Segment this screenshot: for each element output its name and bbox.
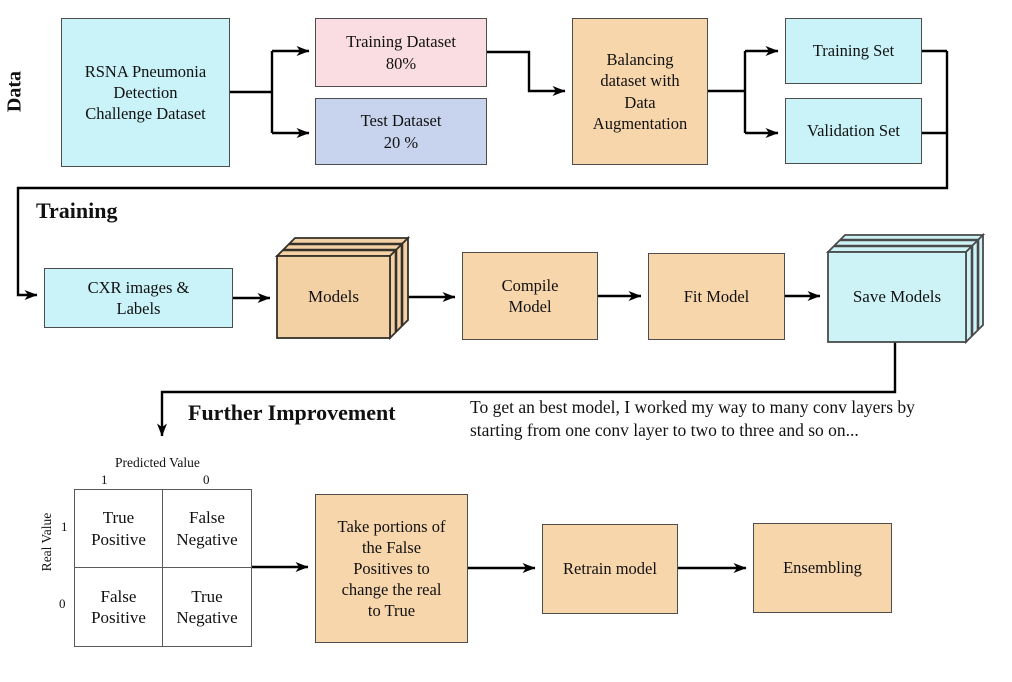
- node-validation-set: Validation Set: [785, 98, 922, 164]
- node-compile-model: Compile Model: [462, 252, 598, 340]
- node-save-models: Save Models: [852, 287, 942, 306]
- improvement-note: To get an best model, I worked my way to…: [470, 397, 915, 440]
- node-ensembling: Ensembling: [753, 523, 892, 613]
- section-title-data: Data: [3, 70, 26, 113]
- matrix-cell-false-negative: False Negative: [163, 490, 251, 568]
- node-cxr-images-labels: CXR images & Labels: [44, 268, 233, 328]
- node-models: Models: [308, 287, 359, 306]
- matrix-col-label-0: 0: [203, 472, 210, 487]
- matrix-cell-false-positive: False Positive: [75, 568, 163, 646]
- matrix-x-axis-title: Predicted Value: [115, 455, 200, 470]
- node-fit-model: Fit Model: [648, 253, 785, 340]
- node-take-portions: Take portions of the False Positives to …: [315, 494, 468, 643]
- node-balancing-augmentation: Balancing dataset with Data Augmentation: [572, 18, 708, 165]
- node-training-dataset: Training Dataset 80%: [315, 18, 487, 87]
- confusion-matrix: True Positive False Negative False Posit…: [74, 489, 252, 647]
- matrix-row-label-0: 0: [59, 596, 66, 611]
- node-retrain-model: Retrain model: [542, 524, 678, 614]
- matrix-cell-true-negative: True Negative: [176, 586, 238, 627]
- matrix-col-label-1: 1: [101, 472, 108, 487]
- matrix-row-label-1: 1: [61, 519, 68, 534]
- node-training-set: Training Set: [785, 18, 922, 84]
- section-title-training: Training: [36, 198, 118, 223]
- section-title-further-improvement: Further Improvement: [188, 400, 396, 425]
- matrix-cell-true-positive: True Positive: [75, 490, 163, 568]
- node-test-dataset: Test Dataset 20 %: [315, 98, 487, 165]
- matrix-y-axis-title: Real Value: [39, 512, 54, 572]
- node-rsna-dataset: RSNA Pneumonia Detection Challenge Datas…: [61, 18, 230, 167]
